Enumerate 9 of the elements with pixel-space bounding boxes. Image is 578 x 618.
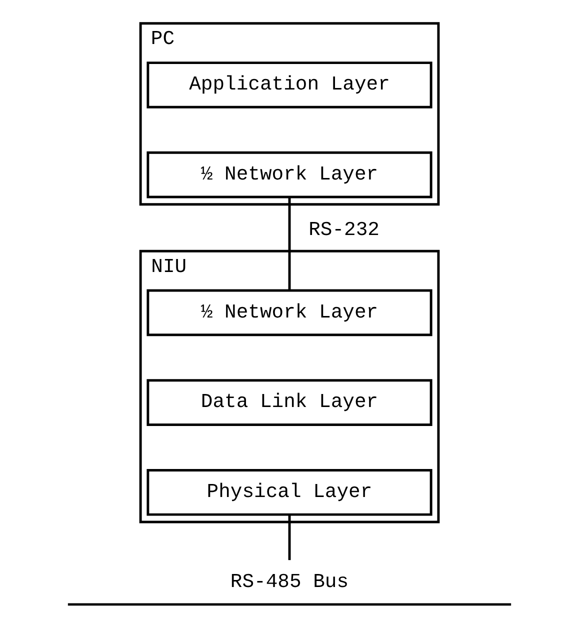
node-box: Data Link Layer (146, 379, 432, 426)
edge-label: RS-232 (308, 218, 379, 241)
node-text: RS-485 Bus (230, 570, 348, 593)
node-box: Physical Layer (146, 469, 432, 516)
connector (288, 514, 290, 560)
node-box: ½ Network Layer (146, 151, 432, 198)
node-box: ½ Network Layer (146, 289, 432, 336)
connector (288, 197, 290, 290)
node-box: Application Layer (146, 62, 432, 108)
